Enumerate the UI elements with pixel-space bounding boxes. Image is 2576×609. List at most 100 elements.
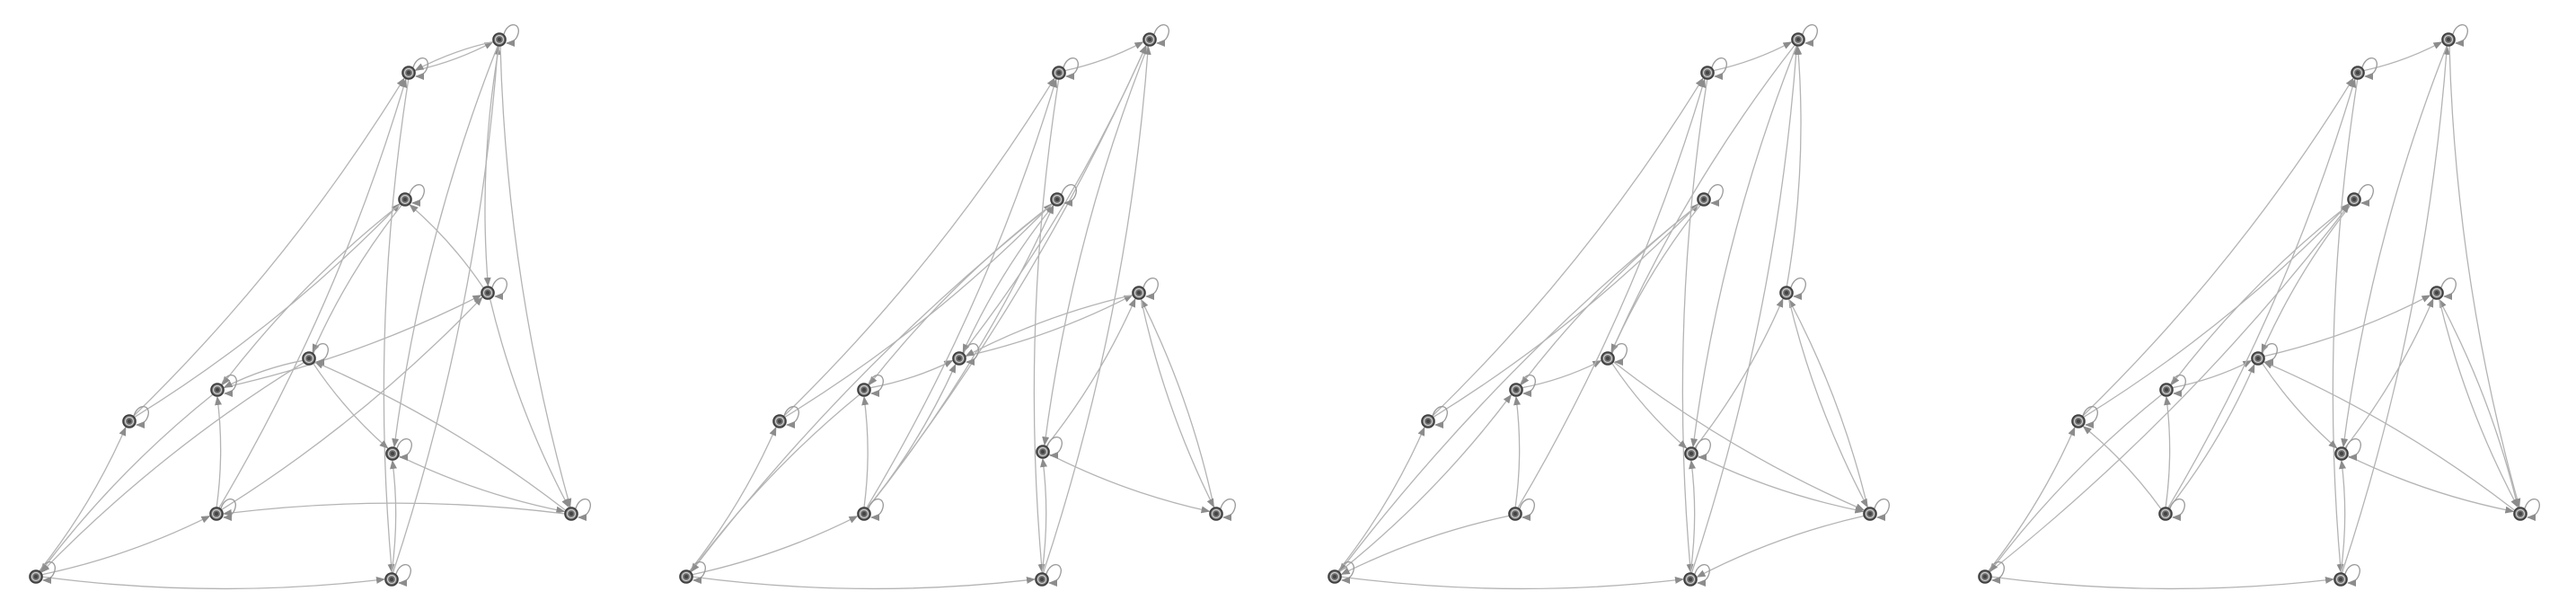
node-ring	[1329, 571, 1340, 582]
self-loop	[1046, 437, 1063, 459]
node-ring	[1702, 67, 1713, 78]
graph-edge	[383, 78, 410, 573]
graph-edge	[2261, 204, 2351, 354]
node-core	[2446, 37, 2451, 42]
node-core	[215, 387, 220, 393]
self-loop	[1063, 57, 1079, 80]
node-core	[1213, 511, 1219, 516]
graph-edge	[1522, 360, 1602, 389]
node-core	[1513, 511, 1518, 516]
graph-edge	[692, 576, 1036, 590]
graph-edge	[2341, 45, 2450, 574]
node-core	[569, 511, 574, 516]
self-loop	[2361, 57, 2378, 80]
node-ring	[681, 571, 692, 582]
node-ring	[1037, 574, 1047, 585]
node-core	[1425, 419, 1431, 424]
self-loop	[491, 278, 507, 300]
graph-edge	[414, 40, 494, 71]
graph-edge	[1788, 298, 1869, 508]
graph-edge	[2168, 363, 2255, 509]
graph-edge	[39, 426, 127, 572]
graph-edge	[2172, 360, 2253, 389]
node-ring	[403, 67, 414, 78]
node-core	[402, 197, 408, 202]
graph-edge	[1786, 46, 1803, 287]
graph-edge	[1513, 396, 1522, 508]
edge-layer	[1988, 41, 2521, 590]
graph-edge	[134, 203, 401, 419]
self-loop	[2358, 184, 2374, 207]
node-core	[2338, 577, 2343, 582]
node-core	[2255, 356, 2261, 361]
graph-edge	[392, 45, 501, 574]
graph-edge	[221, 296, 483, 511]
self-loop	[1790, 278, 1806, 300]
node-core	[1136, 290, 1142, 296]
graph-edge	[1340, 576, 1684, 590]
self-loop	[1802, 24, 1818, 47]
graph-edge	[2262, 362, 2338, 449]
graph-edge	[1611, 362, 1688, 449]
node-core	[33, 574, 39, 579]
node-layer	[1978, 24, 2540, 587]
self-loop	[409, 184, 425, 207]
node-core	[1982, 574, 1988, 579]
self-loop	[868, 375, 884, 397]
self-loop	[1694, 564, 1710, 587]
node-core	[1039, 577, 1045, 582]
self-loop	[313, 343, 329, 366]
graph-edge	[1337, 426, 1425, 572]
self-loop	[575, 499, 591, 521]
self-loop	[396, 438, 412, 461]
self-loop	[395, 564, 411, 587]
self-loop	[1338, 561, 1354, 584]
node-ring	[482, 287, 493, 298]
graph-edge	[2341, 45, 2448, 448]
graph-edge	[2081, 77, 2354, 417]
graph-edge	[782, 77, 1055, 417]
self-loop	[1045, 564, 1062, 587]
node-core	[861, 387, 867, 393]
node-core	[1056, 70, 1062, 75]
node-ring	[2443, 34, 2454, 45]
graph-edge	[965, 294, 1134, 357]
node-ring	[2073, 416, 2084, 427]
node-core	[1054, 197, 1060, 202]
graph-edge	[2082, 426, 2162, 510]
self-loop	[412, 57, 428, 80]
self-loop	[1711, 57, 1727, 80]
node-ring	[1510, 508, 1521, 519]
graph-edge	[867, 44, 1147, 509]
graph-edge	[2332, 78, 2359, 573]
graph-panel	[1328, 24, 1890, 590]
graph-panel	[1978, 24, 2540, 590]
self-loop	[1153, 24, 1169, 47]
edge-layer	[689, 41, 1215, 590]
self-loop	[133, 406, 149, 428]
self-loop	[2524, 499, 2540, 521]
node-core	[861, 511, 867, 516]
graph-edge	[1048, 453, 1211, 514]
graph-edge	[690, 203, 1054, 573]
node-core	[777, 419, 782, 424]
graph-edge	[861, 396, 869, 508]
graph-edge	[2164, 396, 2172, 508]
self-loop	[221, 375, 237, 397]
node-ring	[2253, 353, 2263, 364]
node-core	[2163, 511, 2168, 516]
node-core	[1701, 197, 1707, 202]
node-ring	[1781, 287, 1792, 298]
node-core	[406, 70, 411, 75]
node-ring	[2431, 287, 2442, 298]
graph-edge	[2363, 41, 2443, 72]
graph-edge	[489, 298, 569, 508]
graph-edge	[312, 204, 402, 354]
node-ring	[859, 508, 869, 519]
node-core	[2339, 451, 2344, 456]
node-ring	[1698, 194, 1709, 205]
node-ring	[2335, 574, 2346, 585]
graph-edge	[1689, 460, 1697, 574]
node-ring	[1423, 416, 1434, 427]
graph-edge	[1042, 45, 1151, 574]
